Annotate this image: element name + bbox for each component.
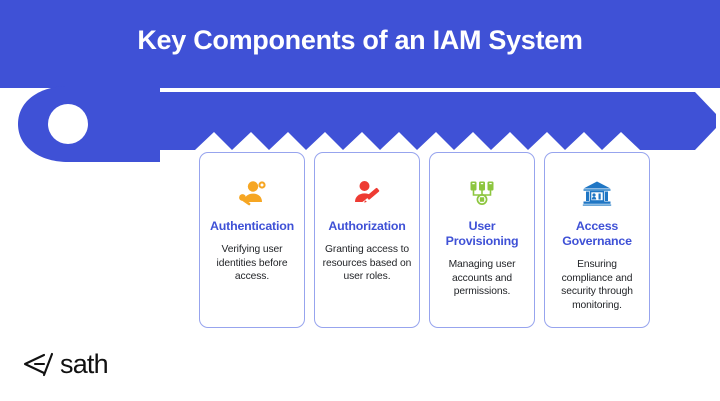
- card-authorization[interactable]: Authorization Granting access to resourc…: [314, 152, 420, 328]
- card-description: Granting access to resources based on us…: [322, 244, 412, 282]
- card-title: Access Governance: [562, 219, 632, 248]
- component-cards: Authentication Verifying user identities…: [199, 152, 651, 328]
- logo-text: sath: [60, 349, 109, 379]
- card-title: User Provisioning: [445, 219, 519, 248]
- user-edit-icon: [350, 177, 384, 211]
- card-description: Ensuring compliance and security through…: [561, 259, 633, 311]
- card-title: Authentication: [210, 219, 294, 233]
- card-user-provisioning[interactable]: User Provisioning Managing user accounts…: [429, 152, 535, 328]
- header-banner: Key Components of an IAM System: [0, 0, 720, 88]
- card-access-governance[interactable]: Access Governance Ensuring compliance an…: [544, 152, 650, 328]
- card-title: Authorization: [328, 219, 406, 233]
- user-key-icon: [235, 177, 269, 211]
- card-description: Verifying user identities before access.: [216, 244, 288, 282]
- key-illustration: [0, 84, 720, 164]
- card-description: Managing user accounts and permissions.: [448, 259, 516, 297]
- bank-building-icon: [580, 177, 614, 211]
- page-title: Key Components of an IAM System: [137, 25, 583, 55]
- card-authentication[interactable]: Authentication Verifying user identities…: [199, 152, 305, 328]
- code-bracket-icon: [23, 352, 54, 377]
- sath-logo: sath: [22, 349, 109, 379]
- key-hole: [48, 104, 88, 144]
- provisioning-nodes-icon: [465, 177, 499, 211]
